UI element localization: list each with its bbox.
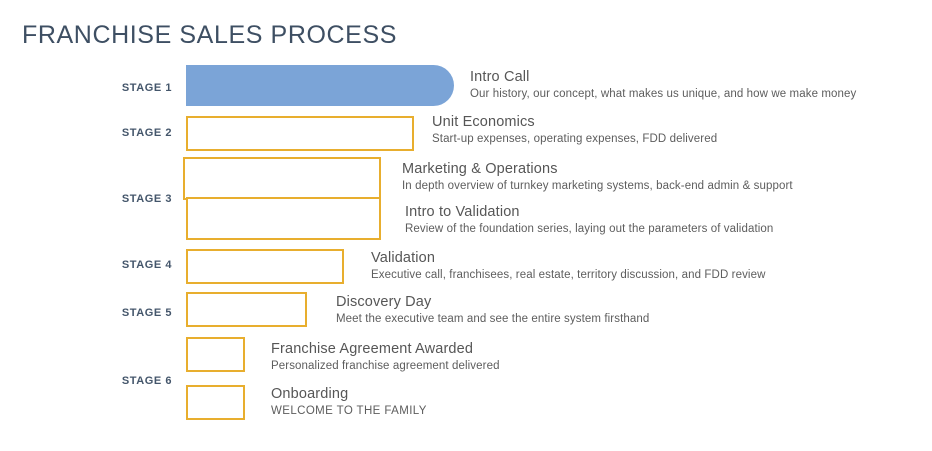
entry-discovery-day-title: Discovery Day bbox=[336, 294, 432, 310]
entry-validation-title: Validation bbox=[371, 250, 436, 266]
stage-label-5: STAGE 5 bbox=[121, 307, 172, 319]
stage-5-bar bbox=[186, 292, 307, 327]
entry-marketing-operations: Marketing & Operations In depth overview … bbox=[402, 160, 793, 195]
stage-3a-bar bbox=[183, 157, 381, 200]
stage-label-2: STAGE 2 bbox=[121, 127, 172, 139]
stage-2-bar bbox=[186, 116, 414, 151]
entry-intro-call-description: Our history, our concept, what makes us … bbox=[470, 88, 857, 101]
entry-marketing-operations-title: Marketing & Operations bbox=[402, 161, 558, 177]
entry-franchise-agreement-awarded-description: Personalized franchise agreement deliver… bbox=[271, 360, 500, 373]
stage-label-6: STAGE 6 bbox=[121, 375, 172, 387]
stage-label-1: STAGE 1 bbox=[121, 82, 172, 94]
stage-1-bar bbox=[186, 65, 454, 106]
stage-label-3: STAGE 3 bbox=[121, 193, 172, 205]
entry-marketing-operations-description: In depth overview of turnkey marketing s… bbox=[402, 180, 793, 193]
stage-6a-bar bbox=[186, 337, 245, 372]
stage-6b-bar bbox=[186, 385, 245, 420]
entry-discovery-day-description: Meet the executive team and see the enti… bbox=[336, 313, 650, 326]
entry-unit-economics-description: Start-up expenses, operating expenses, F… bbox=[432, 133, 718, 146]
entry-intro-to-validation-title: Intro to Validation bbox=[405, 204, 520, 220]
stage-3b-bar bbox=[186, 197, 381, 240]
stage-4-bar bbox=[186, 249, 344, 284]
entry-onboarding-description: WELCOME TO THE FAMILY bbox=[271, 405, 427, 418]
entry-franchise-agreement-awarded-title: Franchise Agreement Awarded bbox=[271, 341, 474, 357]
entry-onboarding-title: Onboarding bbox=[271, 386, 349, 402]
entry-validation-description: Executive call, franchisees, real estate… bbox=[371, 269, 766, 282]
page-title: FRANCHISE SALES PROCESS bbox=[22, 20, 398, 49]
entry-intro-to-validation-description: Review of the foundation series, laying … bbox=[405, 223, 774, 236]
stage-label-4: STAGE 4 bbox=[121, 259, 172, 271]
entry-unit-economics-title: Unit Economics bbox=[432, 114, 535, 130]
entry-intro-call-title: Intro Call bbox=[470, 69, 530, 85]
